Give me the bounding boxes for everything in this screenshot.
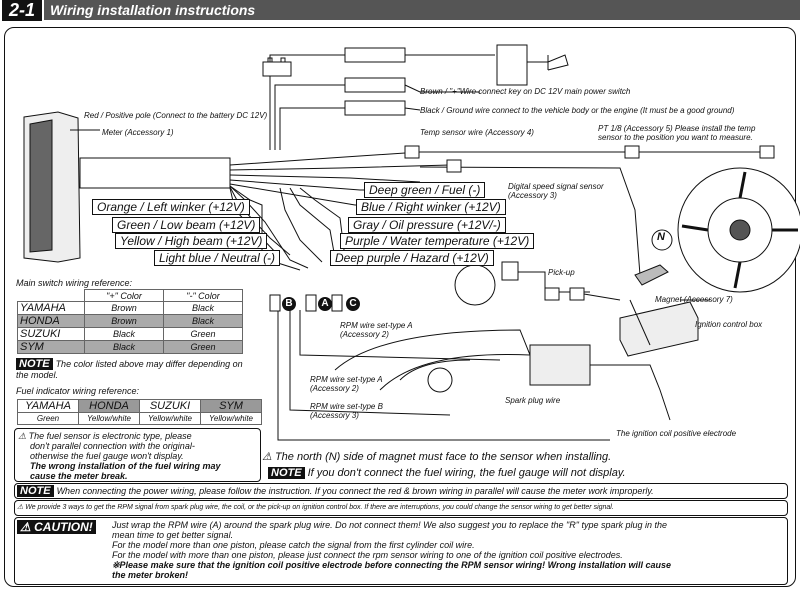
section-number: 2-1 [2,0,42,21]
note-tag: NOTE [17,485,54,497]
warning-icon: ⚠ [20,520,31,534]
diagram-frame [4,27,796,587]
black-wire-label: Black / Ground wire connect to the vehic… [420,106,735,115]
section-title: Wiring installation instructions [44,0,800,20]
magnet-note: ⚠ The north (N) side of magnet must face… [262,451,611,463]
fuel-brand-yamaha: YAMAHA [17,399,79,413]
fuel-title: Fuel indicator wiring reference: [16,386,140,396]
fuel-value-yamaha: Green [17,412,79,425]
connector-c-marker: C [346,297,360,311]
connector-a-marker: A [318,297,332,311]
wire-label-gray: Gray / Oil pressure (+12V/-) [348,217,506,233]
brand-cell: HONDA [17,314,85,328]
rpm-type-a-top-label: RPM wire set-type A (Accessory 2) [340,321,413,339]
rpm-note-text: We provide 3 ways to get the RPM signal … [25,504,614,511]
wire-label-orange: Orange / Left winker (+12V) [92,199,250,215]
magnet-note-text: The north (N) side of magnet must face t… [274,451,612,463]
caution-line-6: the meter broken! [112,570,189,580]
note-tag: NOTE [268,467,305,479]
wire-label-green: Green / Low beam (+12V) [112,217,261,233]
power-note-text: When connecting the power wiring, please… [56,486,654,496]
fuel-warning-line-4: The wrong installation of the fuel wirin… [30,461,221,471]
minus-cell: Black [163,301,243,315]
spark-plug-label: Spark plug wire [505,396,561,405]
wire-label-yellow: Yellow / High beam (+12V) [115,233,268,249]
wire-label-deep-purple: Deep purple / Hazard (+12V) [330,250,494,266]
speed-sensor-label: Digital speed signal sensor (Accessory 3… [508,182,604,200]
plus-cell: Brown [84,301,164,315]
wire-label-blue: Blue / Right winker (+12V) [356,199,506,215]
plus-cell: Brown [84,314,164,328]
fuel-value-sym: Yellow/white [200,412,262,425]
fuel-warning-box [14,428,261,482]
note-tag: NOTE [16,358,53,370]
table-row: SYM Black Green [17,340,243,354]
magnet-n-letter: N [657,231,665,243]
fuel-brand-sym: SYM [200,399,262,413]
table-row: YAMAHA Brown Black [17,301,243,315]
wire-label-light-blue: Light blue / Neutral (-) [154,250,281,266]
wire-label-purple: Purple / Water temperature (+12V) [340,233,535,249]
temp-sensor-label: Temp sensor wire (Accessory 4) [420,128,534,137]
page-header: 2-1 Wiring installation instructions [0,0,800,22]
plus-cell: Black [84,340,164,354]
pt-sensor-label: PT 1/8 (Accessory 5) Please install the … [598,124,756,142]
table-row: SUZUKI Black Green [17,327,243,341]
warning-icon: ⚠ [17,504,24,511]
main-switch-title: Main switch wiring reference: [16,278,133,288]
rpm-type-a-label: RPM wire set-type A (Accessory 2) [310,375,383,393]
brand-cell: YAMAHA [17,301,85,315]
col-plus-header: "+" Color [84,289,164,302]
main-switch-table: "+" Color "-" Color YAMAHA Brown Black H… [17,289,243,354]
minus-cell: Black [163,314,243,328]
fuel-warning-line-3: otherwise the fuel gauge won't display. [30,451,184,461]
caution-line-1: Just wrap the RPM wire (A) around the sp… [112,520,667,530]
meter-label: Meter (Accessory 1) [102,128,174,137]
caution-tag-text: CAUTION! [34,520,93,534]
rpm-type-b-label: RPM wire set-type B (Accessory 3) [310,402,383,420]
fuel-value-honda: Yellow/white [78,412,140,425]
ignition-box-label: Ignition control box [695,320,763,329]
caution-box [14,517,788,585]
red-wire-label: Red / Positive pole (Connect to the batt… [84,111,268,120]
magnet-label: Magnet (Accessory 7) [655,295,733,304]
note-text: The color listed above may differ depend… [16,359,243,380]
fuel-warning-line-1: ⚠ The fuel sensor is electronic type, pl… [18,431,192,441]
wire-label-deep-green: Deep green / Fuel (-) [364,182,486,198]
fuel-brand-honda: HONDA [78,399,140,413]
fuel-warning-text: The fuel sensor is electronic type, plea… [28,431,192,441]
table-row: HONDA Brown Black [17,314,243,328]
fuel-value-suzuki: Yellow/white [139,412,201,425]
fuel-table: YAMAHA HONDA SUZUKI SYM Green Yellow/whi… [17,399,262,425]
minus-cell: Green [163,340,243,354]
fuel-note-text: If you don't connect the fuel wiring, th… [307,467,626,479]
fuel-warning-line-2: don't parallel connection with the origi… [30,441,195,451]
warning-icon: ⚠ [18,431,27,441]
fuel-warning-line-5: cause the meter break. [30,471,128,481]
rpm-note: ⚠ We provide 3 ways to get the RPM signa… [17,503,614,513]
brand-cell: SYM [17,340,85,354]
coil-electrode-label: The ignition coil positive electrode [616,429,737,438]
connector-b-marker: B [282,297,296,311]
caution-line-3: For the model more than one piston, plea… [112,540,475,550]
power-note-box [14,483,788,499]
fuel-brand-suzuki: SUZUKI [139,399,201,413]
plus-cell: Black [84,327,164,341]
col-minus-header: "-" Color [163,289,243,302]
caution-line-2: mean time to get better signal. [112,530,234,540]
minus-cell: Green [163,327,243,341]
rpm-note-box [14,500,788,516]
warning-icon: ⚠ [262,451,272,463]
caution-line-4: For the model with more than one piston,… [112,550,623,560]
caution-line-5: ※Please make sure that the ignition coil… [112,560,671,570]
pickup-label: Pick-up [548,268,575,277]
brown-wire-label: Brown / "+"Wire connect key on DC 12V ma… [420,87,631,96]
brand-cell: SUZUKI [17,327,85,341]
caution-tag: ⚠ CAUTION! [17,520,96,534]
